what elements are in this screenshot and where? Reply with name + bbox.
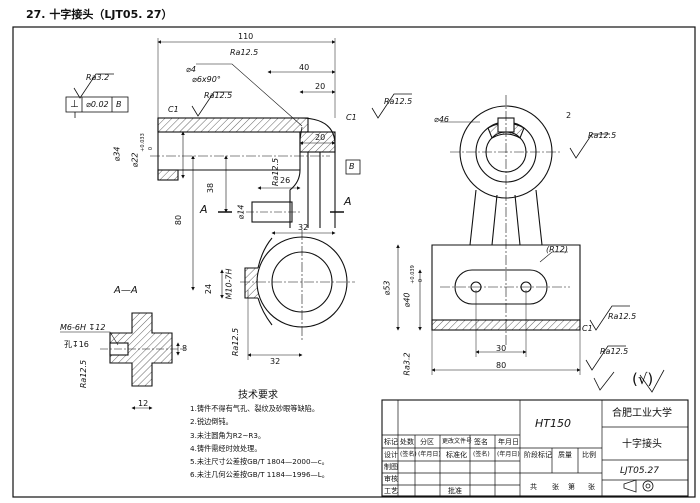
- finish-ra32-side: Ra3.2: [402, 352, 412, 376]
- tb-cell: 标准化: [446, 451, 467, 459]
- finish-ra125-left: Ra12.5: [204, 91, 233, 100]
- tb-cell: 签名: [474, 438, 488, 446]
- finish-ra125-ring: Ra12.5: [231, 327, 241, 357]
- dim-dia4: ⌀4: [186, 65, 196, 74]
- dim-dia6x90: ⌀6x90°: [192, 75, 221, 84]
- hole-depth-16: 孔↧16: [64, 340, 89, 349]
- dim-dia53: ⌀53: [382, 280, 392, 296]
- perpendicularity-value: ⌀0.02: [86, 100, 109, 109]
- tol-dia22-lower: 0: [148, 146, 155, 151]
- tol-dia22-upper: +0.033: [139, 133, 146, 152]
- dim-32-bottom: 32: [270, 357, 281, 366]
- dim-20-top: 20: [315, 82, 326, 91]
- tech-item: 2.锐边倒钝。: [190, 417, 233, 427]
- section-mark-left: A: [200, 203, 208, 216]
- dim-40: 40: [299, 63, 310, 72]
- tb-cell: 第: [568, 483, 575, 491]
- chamfer-c1-right: C1: [346, 113, 357, 122]
- dim-38: 38: [206, 182, 216, 194]
- front-view: [150, 38, 355, 360]
- dim-2: 2: [566, 111, 572, 120]
- tb-cell: 年月日: [498, 438, 519, 446]
- tb-cell: 审核: [384, 475, 398, 483]
- finish-ra125-bottom: Ra12.5: [600, 347, 629, 356]
- tech-item: 1.铸件不得有气孔、裂纹及砂眼等缺陷。: [190, 404, 320, 413]
- technical-requirements-heading: 技术要求: [238, 390, 278, 401]
- tech-item: 4.铸件需经时效处理。: [190, 443, 262, 453]
- chamfer-c1-base: C1: [582, 324, 593, 333]
- tb-cell: 比例: [582, 451, 596, 459]
- dim-dia22: ⌀22: [130, 152, 140, 168]
- dim-80-horizontal: 80: [496, 361, 507, 370]
- perpendicularity-datum: B: [116, 100, 122, 109]
- tb-cell: 质量: [558, 451, 572, 459]
- tb-cell: 共: [530, 483, 537, 491]
- tech-item: 3.未注圆角为R2~R3。: [190, 430, 266, 440]
- geometric-tolerance-frames: [65, 96, 361, 175]
- finish-ra125-side: Ra12.5: [588, 131, 617, 140]
- company-name: 合肥工业大学: [612, 408, 672, 419]
- finish-ra125-chamfer: Ra12.5: [230, 48, 259, 57]
- dim-20-inner: 20: [315, 133, 326, 142]
- chamfer-c1-left: C1: [168, 105, 179, 114]
- finish-ra32-top: Ra3.2: [86, 73, 110, 82]
- tol-dia40-upper: +0.039: [409, 265, 416, 284]
- title-block-grid: [381, 399, 689, 497]
- tb-cell: (签名): [400, 451, 417, 458]
- section-a-a: [60, 312, 185, 410]
- tb-cell: 批准: [448, 487, 462, 495]
- dim-30: 30: [496, 344, 507, 353]
- material-label: HT150: [535, 417, 571, 430]
- finish-ra125-right: Ra12.5: [384, 97, 413, 106]
- tb-cell: 张: [588, 483, 595, 491]
- tb-cell: 更改文件号: [442, 438, 473, 445]
- tb-cell: 张: [552, 483, 559, 491]
- dim-dia14: ⌀14: [236, 204, 246, 220]
- thread-m6: M6-6H ↧12: [60, 323, 106, 332]
- dim-8: 8: [182, 344, 188, 353]
- dim-24: 24: [204, 283, 214, 295]
- dim-dia34: ⌀34: [112, 146, 122, 162]
- finish-ra125-section: Ra12.5: [79, 359, 89, 389]
- tb-cell: 分区: [420, 438, 434, 446]
- tb-cell: 标记: [384, 438, 398, 446]
- finish-ra125-base: Ra12.5: [608, 312, 637, 321]
- dim-32-top: 32: [298, 223, 309, 232]
- perpendicularity-symbol: ⊥: [70, 99, 79, 110]
- tech-item: 5.未注尺寸公差按GB/T 1804—2000—c。: [190, 457, 329, 467]
- exercise-title: 27. 十字接头（LJT05. 27）: [26, 8, 173, 21]
- dim-r12: (R12): [546, 245, 568, 254]
- dim-110: 110: [238, 32, 254, 41]
- surface-finish-symbols: [73, 73, 665, 393]
- tb-cell: 阶段标记: [524, 451, 552, 459]
- tb-cell: 工艺: [384, 487, 398, 495]
- sheet-border: [12, 26, 696, 498]
- section-mark-right: A: [344, 195, 352, 208]
- section-a-a-title: A—A: [114, 285, 138, 296]
- dim-26: 26: [280, 176, 291, 185]
- dim-80-vertical: 80: [174, 214, 184, 226]
- tech-item: 6.未注几何公差按GB/T 1184—1996—L。: [190, 470, 329, 480]
- finish-ra125-boss: Ra12.5: [271, 157, 281, 187]
- dim-dia40: ⌀40: [402, 292, 412, 308]
- thread-m10: M10-7H: [224, 268, 234, 300]
- dim-dia46: ⌀46: [434, 115, 449, 124]
- tb-cell: 制图: [384, 463, 398, 471]
- tb-cell: 处数: [400, 438, 414, 446]
- side-view: [396, 95, 581, 375]
- technical-requirements-list: 1.铸件不得有气孔、裂纹及砂眼等缺陷。 2.锐边倒钝。 3.未注圆角为R2~R3…: [190, 402, 329, 482]
- finish-general: (√): [632, 370, 654, 388]
- projection-symbol: [623, 479, 654, 493]
- part-name: 十字接头: [622, 439, 662, 450]
- tol-dia40-lower: 0: [418, 278, 425, 283]
- tb-cell: (签名): [473, 451, 490, 458]
- datum-b-label: B: [349, 162, 355, 171]
- tb-cell: 设计: [384, 451, 398, 459]
- tb-cell: (年月日): [497, 451, 520, 458]
- drawing-number: LJT05.27: [620, 466, 659, 476]
- tb-cell: (年月日): [418, 451, 441, 458]
- dim-12: 12: [138, 399, 149, 408]
